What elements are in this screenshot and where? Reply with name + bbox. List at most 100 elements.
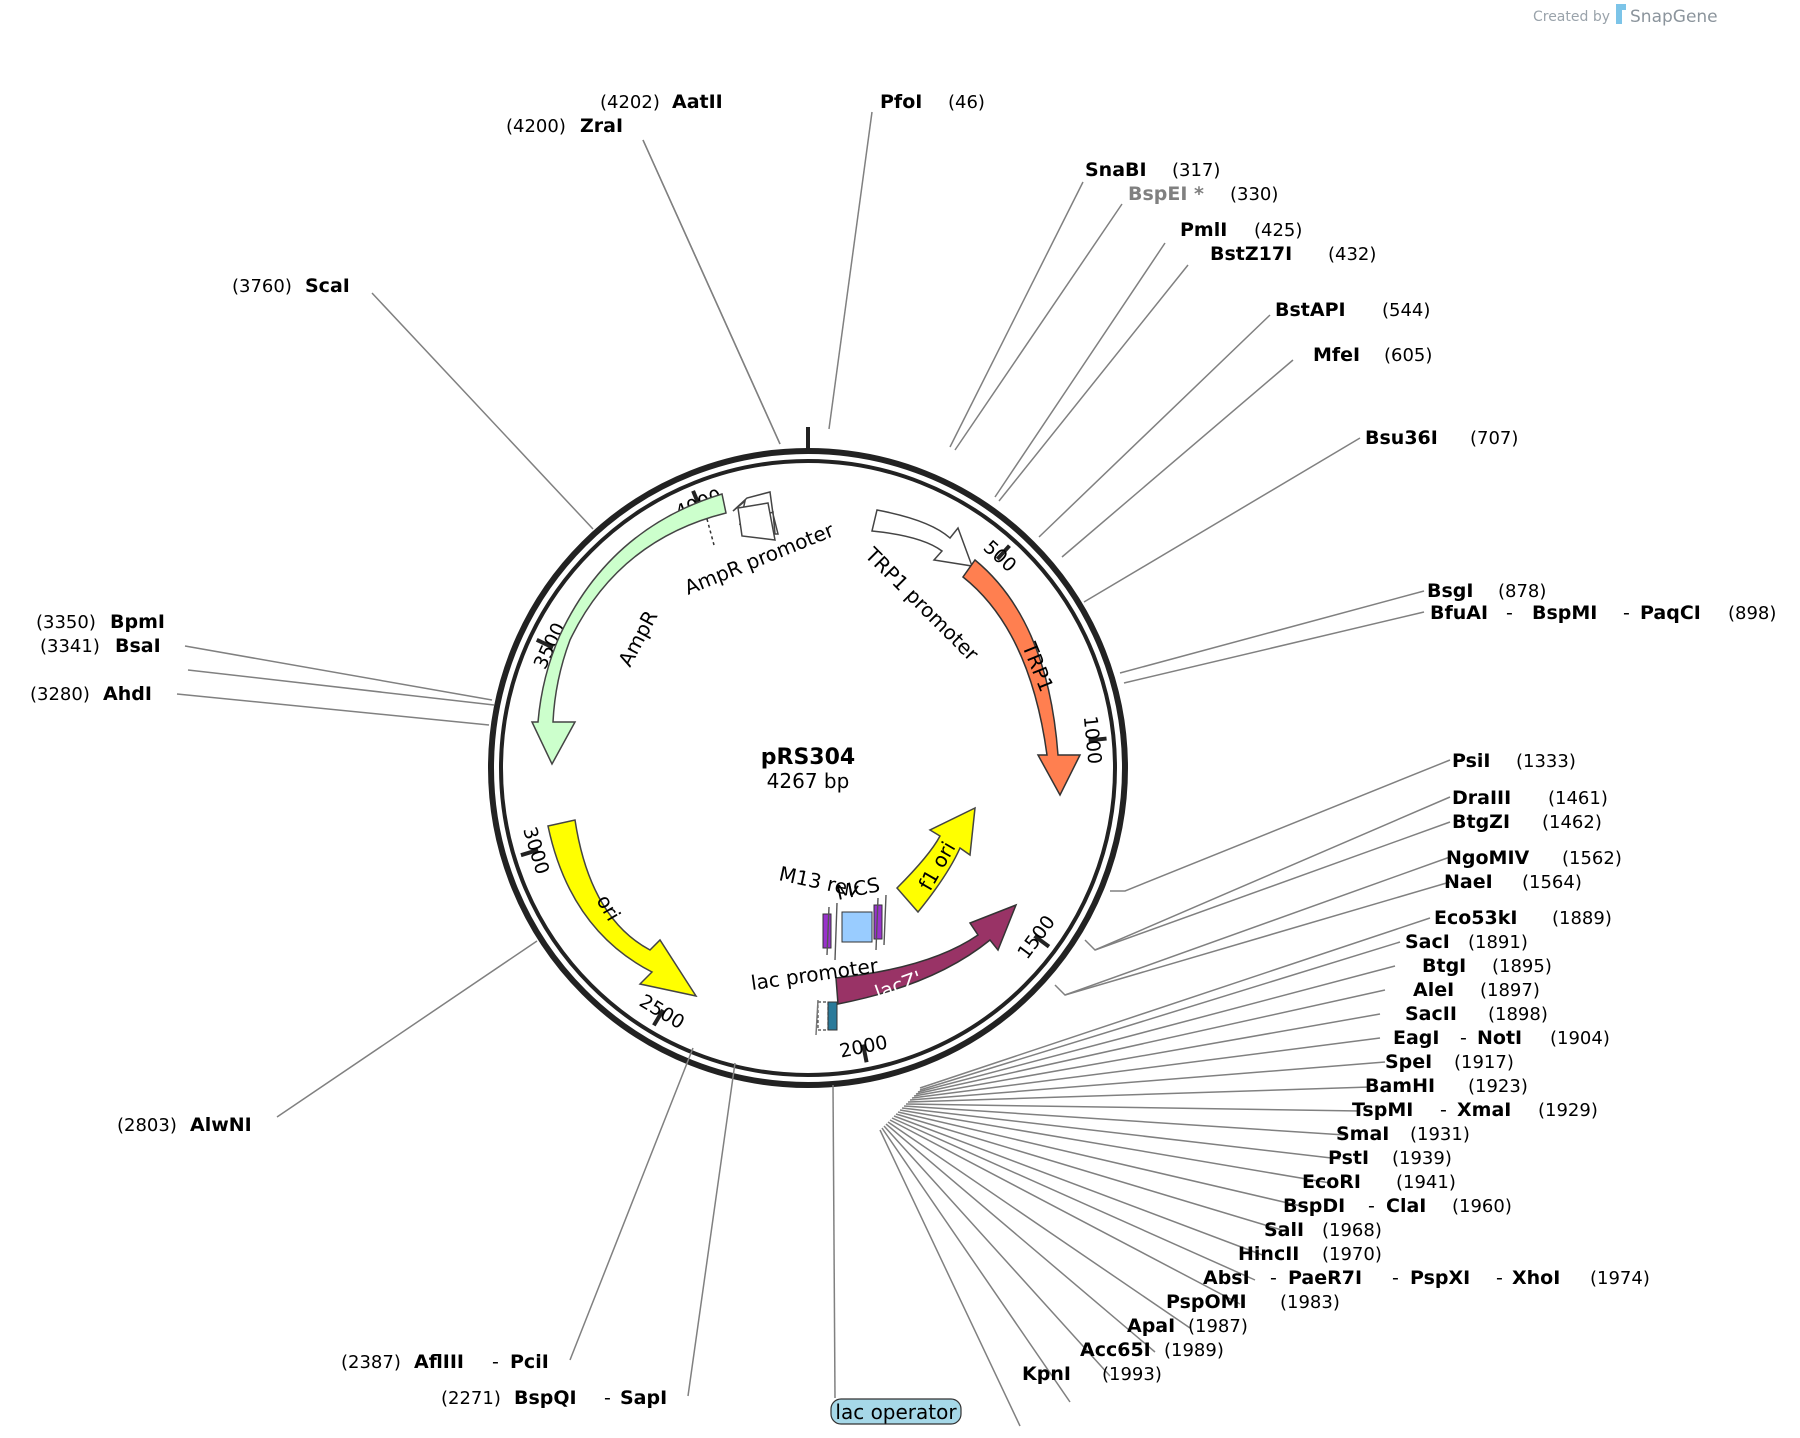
svg-text:(317): (317) [1172, 160, 1220, 181]
site-eco53ki[interactable]: Eco53kI(1889) [1434, 907, 1612, 929]
svg-text:PmlI: PmlI [1180, 219, 1227, 241]
svg-text:(1562): (1562) [1562, 848, 1622, 869]
site-draiii[interactable]: DraIII(1461) [1452, 787, 1608, 809]
site-aatii[interactable]: (4202)AatII [600, 91, 723, 113]
site-zrai[interactable]: (4200)ZraI [506, 115, 623, 137]
site-alei[interactable]: AleI(1897) [1413, 979, 1540, 1001]
features [530, 491, 1082, 1036]
site-bfuai-bspmi-paqci[interactable]: BfuAI - BspMI - PaqCI (898) [1430, 602, 1776, 624]
svg-text:TspMI: TspMI [1352, 1099, 1413, 1121]
svg-text:(1929): (1929) [1538, 1100, 1598, 1121]
site-bspei[interactable]: BspEI *(330) [1128, 183, 1278, 205]
site-bsgi[interactable]: BsgI(878) [1427, 580, 1546, 602]
tick-label: 1000 [1079, 715, 1106, 765]
svg-text:BsgI: BsgI [1427, 580, 1473, 602]
lac-operator-pill [830, 1398, 962, 1425]
site-alwni[interactable]: (2803) AlwNI [117, 1114, 252, 1136]
svg-text:(2803): (2803) [117, 1115, 177, 1136]
svg-text:(1987): (1987) [1188, 1316, 1248, 1337]
site-scai[interactable]: (3760)ScaI [232, 275, 350, 297]
svg-text:BspMI: BspMI [1532, 602, 1597, 624]
site-ahdi[interactable]: (3280)AhdI [30, 683, 152, 705]
svg-text:EagI: EagI [1393, 1027, 1439, 1049]
site-btgi[interactable]: BtgI(1895) [1422, 955, 1552, 977]
svg-text:(1960): (1960) [1452, 1196, 1512, 1217]
svg-text:(1970): (1970) [1322, 1244, 1382, 1265]
feature-trp1-promoter [871, 509, 974, 567]
svg-text:BamHI: BamHI [1365, 1075, 1435, 1097]
lac-operator-callout[interactable]: lac operator [830, 1084, 962, 1425]
svg-text:Acc65I: Acc65I [1080, 1339, 1151, 1361]
svg-text:KpnI: KpnI [1022, 1363, 1071, 1385]
site-bpmi[interactable]: (3350)BpmI [36, 611, 165, 633]
svg-text:PspXI: PspXI [1410, 1267, 1470, 1289]
site-sacii[interactable]: SacII(1898) [1405, 1003, 1548, 1025]
site-bstapi[interactable]: BstAPI(544) [1275, 299, 1430, 321]
site-bstz17i[interactable]: BstZ17I(432) [1210, 243, 1376, 265]
feature-ori [547, 819, 698, 998]
svg-text:(1564): (1564) [1522, 872, 1582, 893]
site-absi-paer7i-pspxi-xhoi[interactable]: AbsI - PaeR7I - PspXI - XhoI (1974) [1203, 1267, 1650, 1289]
label-ampr: AmpR [613, 606, 662, 670]
svg-text:-: - [1392, 1267, 1399, 1289]
svg-text:ClaI: ClaI [1386, 1195, 1426, 1217]
tick-mark [520, 848, 539, 858]
site-smai[interactable]: SmaI(1931) [1336, 1123, 1470, 1145]
svg-text:EcoRI: EcoRI [1302, 1171, 1361, 1193]
svg-text:AlwNI: AlwNI [190, 1114, 252, 1136]
svg-text:SnaBI: SnaBI [1085, 159, 1147, 181]
site-bamhi[interactable]: BamHI (1923) [1365, 1075, 1528, 1097]
site-bspqi-sapi[interactable]: (2271) BspQI - SapI [441, 1387, 667, 1409]
svg-text:-: - [1270, 1267, 1277, 1289]
site-sali[interactable]: SalI(1968) [1264, 1219, 1382, 1241]
site-spei[interactable]: SpeI(1917) [1385, 1051, 1514, 1073]
tick-label: 2000 [838, 1032, 890, 1063]
site-pmli[interactable]: PmlI(425) [1180, 219, 1302, 241]
site-eagi-noti[interactable]: EagI - NotI (1904) [1393, 1027, 1610, 1049]
svg-text:MfeI: MfeI [1313, 344, 1360, 366]
site-ecori[interactable]: EcoRI (1941) [1302, 1171, 1456, 1193]
svg-text:-: - [604, 1387, 611, 1409]
tick-label: 3000 [518, 824, 553, 877]
site-pspomi[interactable]: PspOMI(1983) [1166, 1291, 1340, 1313]
label-lac-operator: lac operator [835, 1400, 957, 1424]
site-apai[interactable]: ApaI(1987) [1127, 1315, 1248, 1337]
tick-mark [652, 1008, 665, 1027]
site-kpni[interactable]: KpnI(1993) [1022, 1363, 1162, 1385]
feature-f1-ori [895, 806, 976, 914]
site-hincii[interactable]: HincII(1970) [1238, 1243, 1382, 1265]
site-psti[interactable]: PstI(1939) [1328, 1147, 1452, 1169]
svg-text:Eco53kI: Eco53kI [1434, 907, 1517, 929]
svg-text:-: - [1440, 1099, 1447, 1121]
site-bspdi-clai[interactable]: BspDI - ClaI (1960) [1283, 1195, 1512, 1217]
site-bsai[interactable]: (3341)BsaI [40, 635, 161, 657]
site-acc65i[interactable]: Acc65I(1989) [1080, 1339, 1224, 1361]
site-naei[interactable]: NaeI(1564) [1444, 871, 1582, 893]
svg-text:XmaI: XmaI [1457, 1099, 1511, 1121]
svg-text:(1923): (1923) [1468, 1076, 1528, 1097]
site-bsu36i[interactable]: Bsu36I(707) [1365, 427, 1518, 449]
svg-text:PfoI: PfoI [880, 91, 922, 113]
site-mfei[interactable]: MfeI(605) [1313, 344, 1432, 366]
site-saci[interactable]: SacI(1891) [1405, 931, 1528, 953]
site-afliii-pcii[interactable]: (2387) AflIII - PciI [341, 1351, 549, 1373]
svg-text:(1461): (1461) [1548, 788, 1608, 809]
svg-text:SacI: SacI [1405, 931, 1450, 953]
site-ngomiv[interactable]: NgoMIV(1562) [1446, 847, 1622, 869]
svg-text:SmaI: SmaI [1336, 1123, 1389, 1145]
svg-text:(1941): (1941) [1396, 1172, 1456, 1193]
credit-prefix: Created by [1533, 9, 1610, 25]
site-tspmi-xmai[interactable]: TspMI - XmaI (1929) [1352, 1099, 1598, 1121]
label-trp1: TRP1 [1017, 638, 1059, 695]
svg-text:PsiI: PsiI [1452, 750, 1490, 772]
svg-text:(2387): (2387) [341, 1352, 401, 1373]
site-btgzi[interactable]: BtgZI(1462) [1452, 811, 1602, 833]
site-psii[interactable]: PsiI(1333) [1452, 750, 1576, 772]
site-leader-lines [176, 111, 1451, 1427]
tick-mark [995, 544, 1011, 561]
site-snabi[interactable]: SnaBI (317) [1085, 159, 1220, 181]
svg-text:(1897): (1897) [1480, 980, 1540, 1001]
site-pfoi[interactable]: PfoI(46) [880, 91, 985, 113]
svg-text:SapI: SapI [620, 1387, 667, 1409]
